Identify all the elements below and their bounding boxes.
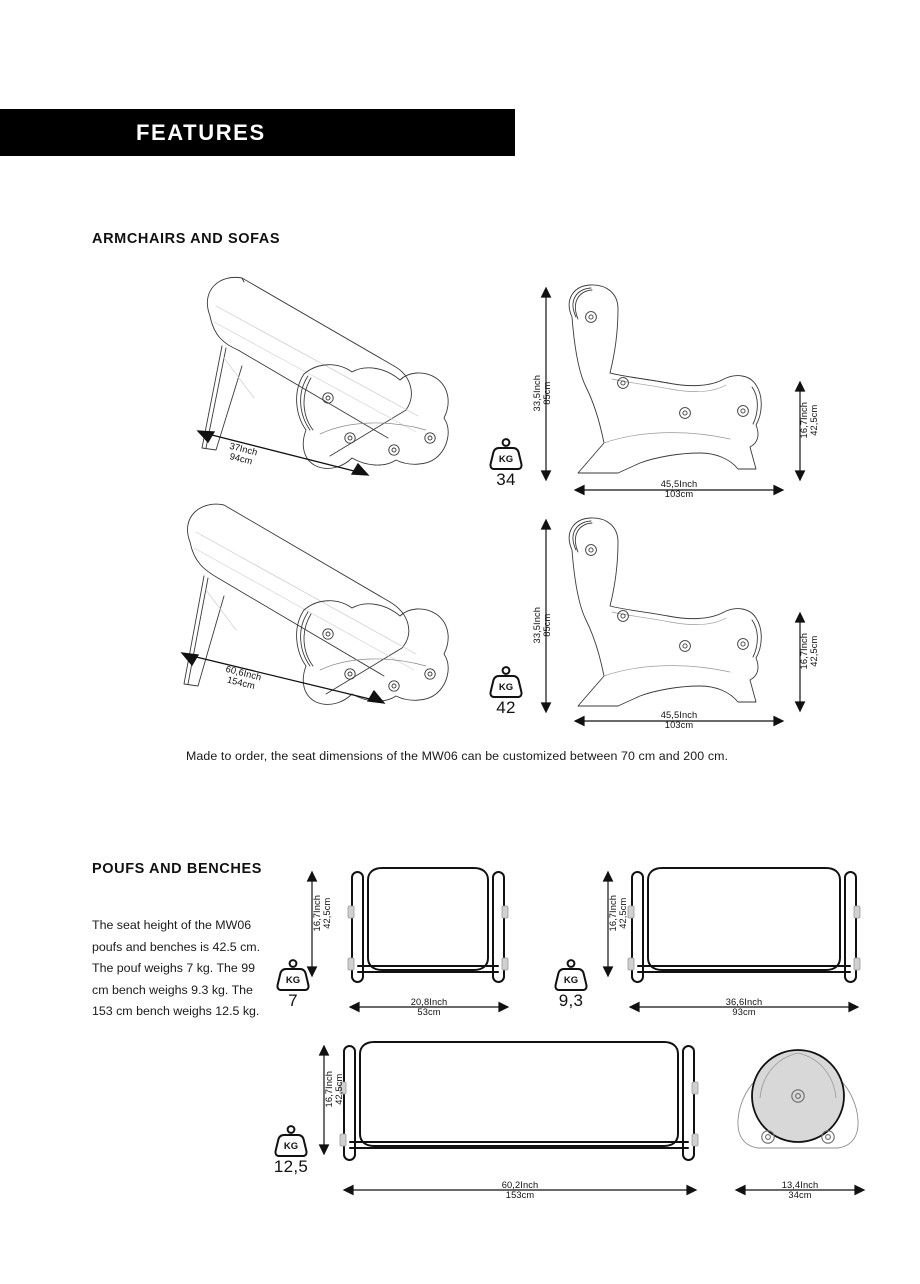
poufs-description: The seat height of the MW06 poufs and be… xyxy=(92,918,261,1018)
armchair-seat-height-dimension-arrow xyxy=(794,380,806,482)
sofa-perspective-drawing xyxy=(168,498,498,723)
bench-93-height-dimension-arrow xyxy=(602,870,614,978)
pouf-height-label: 16,7Inch 42,5cm xyxy=(311,894,332,932)
armchair-height-dimension-arrow xyxy=(540,286,552,482)
weight-kg-icon: KG xyxy=(483,437,529,471)
weight-kg-icon: KG xyxy=(268,1124,314,1158)
bench-153-height-label: 16,7Inch 42,5cm xyxy=(323,1070,344,1108)
section-heading-poufs: POUFS AND BENCHES xyxy=(92,861,262,877)
armchair-weight-badge: KG 34 xyxy=(483,437,529,490)
pouf-width-dimension-arrow xyxy=(348,1001,510,1013)
pouf-side-width-dimension-arrow xyxy=(734,1184,866,1196)
pouf-drawing xyxy=(347,866,509,984)
armchair-length-dimension-arrow xyxy=(573,484,785,496)
sofa-seat-height-label: 16,7Inch 42,5cm xyxy=(798,632,819,670)
weight-kg-icon: KG xyxy=(483,665,529,699)
pouf-side-view-drawing xyxy=(728,1036,868,1176)
armchair-depth-dimension-arrow xyxy=(196,428,376,478)
bench-93-width-label: 36,6Inch 93cm xyxy=(725,997,763,1018)
bench-153-width-label: 60,2Inch 153cm xyxy=(501,1180,539,1201)
features-banner: FEATURES xyxy=(0,109,515,156)
weight-kg-unit: KG xyxy=(499,682,513,693)
pouf-weight-value: 7 xyxy=(288,991,298,1010)
sofa-weight-value: 42 xyxy=(496,698,516,717)
bench-93-height-label: 16,7Inch 42,5cm xyxy=(607,894,628,932)
sofa-length-dimension-arrow xyxy=(573,715,785,727)
pouf-height-dimension-arrow xyxy=(306,870,318,978)
armchair-height-label: 33,5Inch 85cm xyxy=(531,374,552,412)
weight-kg-unit: KG xyxy=(499,454,513,465)
pouf-width-label: 20,8Inch 53cm xyxy=(410,997,448,1018)
customization-note: Made to order, the seat dimensions of th… xyxy=(186,749,729,763)
banner-title: FEATURES xyxy=(136,119,266,145)
weight-kg-unit: KG xyxy=(284,1141,298,1152)
pouf-side-width-label: 13,4Inch 34cm xyxy=(781,1180,819,1201)
armchair-length-label: 45,5Inch 103cm xyxy=(660,479,698,500)
armchair-side-view-drawing xyxy=(560,283,775,478)
sofa-height-label: 33,5Inch 85cm xyxy=(531,606,552,644)
sofa-depth-dimension-arrow xyxy=(180,650,392,708)
bench-93-width-dimension-arrow xyxy=(628,1001,860,1013)
sofa-side-view-drawing xyxy=(560,516,775,711)
armchair-perspective-drawing xyxy=(180,270,490,485)
sofa-height-dimension-arrow xyxy=(540,518,552,714)
sofa-seat-height-dimension-arrow xyxy=(794,611,806,713)
bench-93-drawing xyxy=(627,866,861,984)
bench-93-weight-badge: KG 9,3 xyxy=(548,958,594,1011)
weight-kg-unit: KG xyxy=(564,975,578,986)
weight-kg-icon: KG xyxy=(270,958,316,992)
bench-153-height-dimension-arrow xyxy=(318,1044,330,1156)
armchair-seat-height-label: 16,7Inch 42,5cm xyxy=(798,401,819,439)
weight-kg-icon: KG xyxy=(548,958,594,992)
sofa-weight-badge: KG 42 xyxy=(483,665,529,718)
weight-kg-unit: KG xyxy=(286,975,300,986)
bench-153-drawing xyxy=(339,1040,699,1162)
section-heading-armchairs: ARMCHAIRS AND SOFAS xyxy=(92,231,281,247)
pouf-weight-badge: KG 7 xyxy=(270,958,316,1011)
bench-153-width-dimension-arrow xyxy=(342,1184,698,1196)
bench-153-weight-badge: KG 12,5 xyxy=(268,1124,314,1177)
armchair-weight-value: 34 xyxy=(496,470,516,489)
bench-153-weight-value: 12,5 xyxy=(273,1157,309,1176)
bench-93-weight-value: 9,3 xyxy=(558,991,584,1010)
sofa-length-label: 45,5Inch 103cm xyxy=(660,710,698,731)
